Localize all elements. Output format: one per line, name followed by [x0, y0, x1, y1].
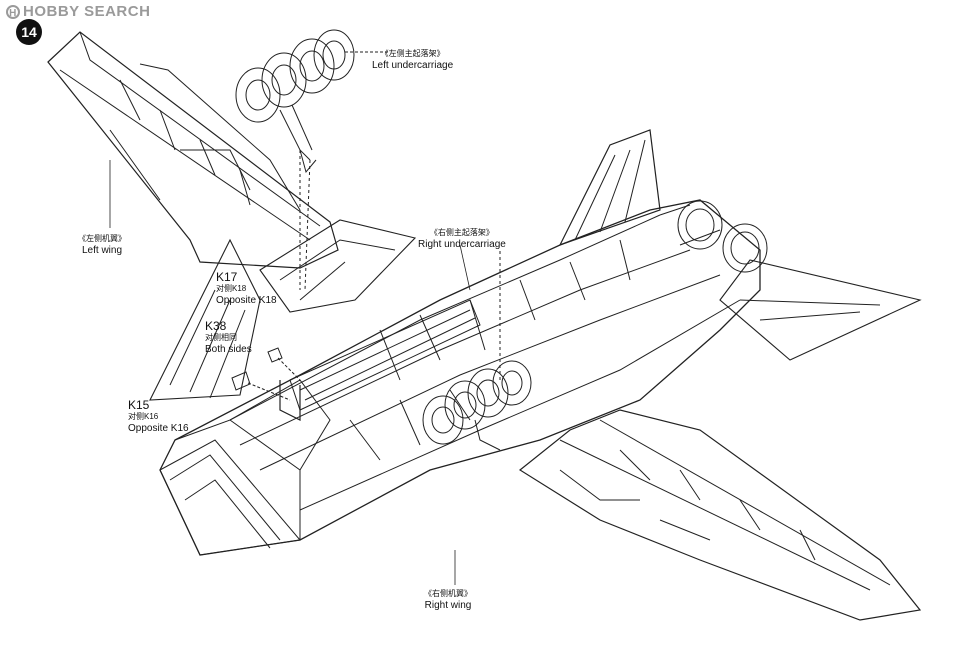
label-right-wing-cn: 《右侧机翼》 [424, 589, 472, 598]
label-k15-en: Opposite K16 [128, 423, 189, 434]
label-left-undercarriage-cn: 《左侧主起落架》 [380, 49, 445, 58]
fuselage [159, 199, 768, 556]
label-right-wing: 《右侧机翼》 Right wing [424, 588, 472, 612]
label-right-undercarriage-en: Right undercarriage [418, 239, 506, 250]
label-k15-cn: 对侧K16 [128, 412, 159, 421]
label-right-undercarriage-cn: 《右侧主起落架》 [429, 228, 494, 237]
label-k38: K38 对侧相同 Both sides [205, 320, 252, 356]
label-k38-en: Both sides [205, 344, 252, 355]
right-stabilizer [719, 259, 922, 361]
label-k15-part: K15 [128, 398, 150, 412]
label-k17: K17 对侧K18 Opposite K18 [216, 271, 277, 307]
vertical-fin [558, 129, 661, 247]
label-k15: K15 对侧K16 Opposite K16 [128, 399, 189, 435]
label-k38-part: K38 [205, 319, 227, 333]
label-right-wing-en: Right wing [424, 600, 472, 611]
left-undercarriage-part [235, 29, 390, 291]
right-undercarriage-part [422, 250, 532, 451]
hobby-search-logo-icon: H [6, 4, 20, 19]
small-parts [231, 347, 301, 401]
label-right-undercarriage: 《右侧主起落架》 Right undercarriage [418, 227, 506, 251]
label-left-undercarriage-en: Left undercarriage [372, 60, 454, 71]
label-k17-cn: 对侧K18 [216, 284, 247, 293]
label-left-wing: 《左侧机翼》 Left wing [78, 233, 126, 257]
left-tailplane [149, 238, 261, 401]
watermark-text: HOBBY SEARCH [23, 3, 151, 20]
leader-lines [109, 160, 471, 585]
label-left-wing-en: Left wing [81, 245, 123, 256]
label-k38-cn: 对侧相同 [205, 333, 237, 342]
step-number-badge: 14 [16, 19, 42, 45]
label-left-wing-cn: 《左侧机翼》 [78, 234, 126, 243]
left-wing-part [47, 31, 417, 313]
right-wing-part [518, 409, 922, 621]
label-k17-en: Opposite K18 [216, 295, 277, 306]
label-left-undercarriage: 《左侧主起落架》 Left undercarriage [372, 48, 453, 72]
label-k17-part: K17 [216, 270, 238, 284]
hobby-search-watermark: H HOBBY SEARCH [6, 3, 150, 20]
